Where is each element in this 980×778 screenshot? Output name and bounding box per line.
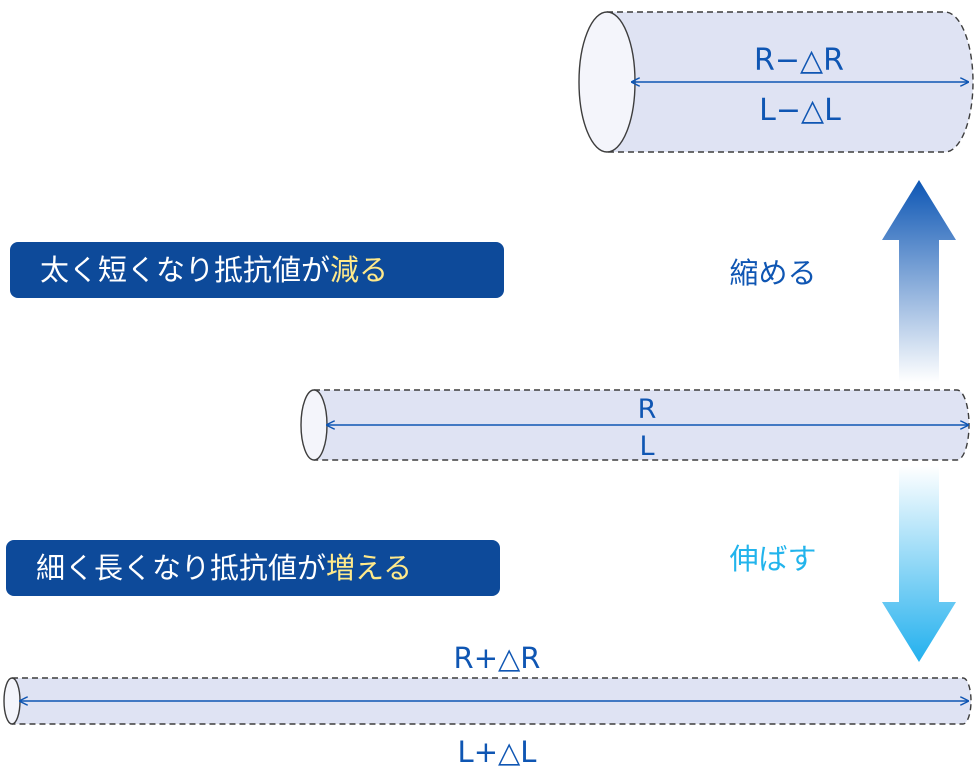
increase-highlight: 増える — [326, 551, 413, 585]
gradient-down-arrow-icon — [882, 466, 956, 662]
cylinder-short-resistance: R−△R — [754, 43, 844, 78]
cylinder-short: R−△R L−△L — [578, 11, 974, 153]
decrease-box-text: 太く短くなり抵抗値が — [40, 253, 331, 287]
cylinder-long-end — [3, 677, 21, 725]
cylinder-normal-resistance: R — [638, 394, 657, 425]
cylinder-short-end — [578, 11, 636, 153]
increase-resistance-box: 細く長くなり抵抗値が増える — [6, 540, 500, 596]
stretch-label: 伸ばす — [729, 542, 816, 576]
cylinder-long: R+△R L+△L — [3, 641, 972, 769]
cylinder-long-resistance: R+△R — [454, 641, 541, 675]
cylinder-normal-length: L — [639, 431, 654, 462]
decrease-resistance-box: 太く短くなり抵抗値が減る — [10, 242, 504, 298]
cylinder-short-length: L−△L — [759, 93, 841, 128]
cylinder-normal: R L — [300, 389, 970, 462]
decrease-highlight: 減る — [330, 253, 389, 287]
cylinder-normal-end — [300, 389, 328, 461]
cylinder-long-length: L+△L — [458, 735, 537, 769]
increase-box-text: 細く長くなり抵抗値が — [36, 551, 327, 585]
gradient-up-arrow-icon — [882, 180, 956, 382]
shrink-label: 縮める — [729, 256, 816, 290]
